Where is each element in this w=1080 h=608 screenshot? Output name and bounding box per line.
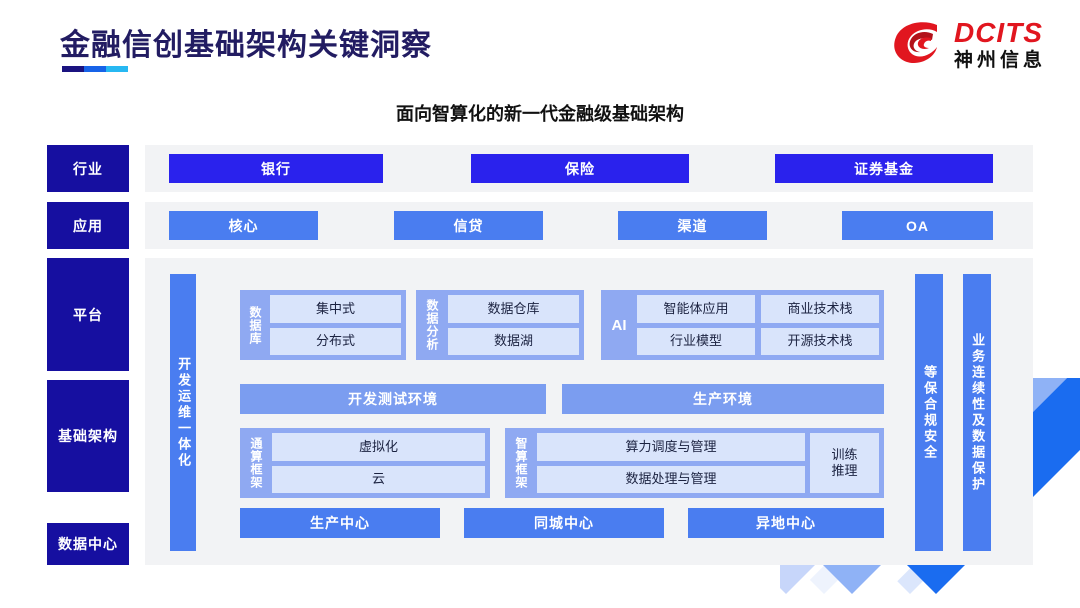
database-group-label: 数据库 [248, 305, 262, 345]
slide-subtitle: 面向智算化的新一代金融级基础架构 [396, 104, 684, 124]
environment-bar-dev-test[interactable]: 开发测试环境 [240, 384, 546, 414]
rule-segment-1 [62, 66, 84, 72]
database-item-centralized[interactable]: 集中式 [270, 295, 401, 323]
database-group-rows: 集中式 分布式 [270, 295, 401, 355]
analytics-item-data-warehouse[interactable]: 数据仓库 [448, 295, 579, 323]
logo-cn-text: 神州信息 [953, 49, 1046, 71]
general-compute-rows: 虚拟化 云 [272, 433, 485, 493]
ai-item-opensource-stack[interactable]: 开源技术栈 [761, 327, 879, 355]
ai-item-commercial-stack[interactable]: 商业技术栈 [761, 295, 879, 323]
datacenter-item-production[interactable]: 生产中心 [240, 508, 440, 538]
general-compute-group: 通算框架 虚拟化 云 [240, 428, 490, 498]
layer-label-infrastructure[interactable]: 基础架构 [47, 380, 129, 492]
logo-en-text: DCITS [953, 16, 1043, 48]
general-compute-item-virtualization[interactable]: 虚拟化 [272, 433, 485, 461]
application-item-credit[interactable]: 信贷 [394, 211, 543, 240]
page-title: 金融信创基础架构关键洞察 [60, 29, 432, 62]
ai-item-industry-model[interactable]: 行业模型 [637, 327, 755, 355]
layer-label-datacenter[interactable]: 数据中心 [47, 523, 129, 565]
layer-label-platform[interactable]: 平台 [47, 258, 129, 371]
environment-bar-production[interactable]: 生产环境 [562, 384, 884, 414]
architecture-diagram: 行业 应用 平台 基础架构 数据中心 银行 保险 证券基金 核心 信贷 渠道 O… [0, 140, 1080, 570]
rule-segment-3 [106, 66, 128, 72]
ai-column-left: 智能体应用 行业模型 [637, 295, 755, 355]
dcits-logo: DCITS 神州信息 [892, 18, 1046, 70]
intelligent-compute-item-train-inference[interactable]: 训练 推理 [810, 433, 879, 493]
database-group: 数据库 集中式 分布式 [240, 290, 406, 360]
right-bar-compliance-security[interactable]: 等保合规安全 [915, 274, 943, 551]
application-item-channel[interactable]: 渠道 [618, 211, 767, 240]
layer-label-industry[interactable]: 行业 [47, 145, 129, 192]
rule-segment-2 [84, 66, 106, 72]
analytics-group-rows: 数据仓库 数据湖 [448, 295, 579, 355]
datacenter-item-metro[interactable]: 同城中心 [464, 508, 664, 538]
general-compute-item-cloud[interactable]: 云 [272, 465, 485, 493]
intelligent-compute-item-compute-scheduling[interactable]: 算力调度与管理 [537, 433, 805, 461]
analytics-item-data-lake[interactable]: 数据湖 [448, 327, 579, 355]
intelligent-compute-rows: 算力调度与管理 数据处理与管理 [537, 433, 805, 493]
devops-vertical-bar[interactable]: 开发运维一体化 [170, 274, 196, 551]
dcits-swoosh-icon [892, 18, 946, 70]
logo-text: DCITS 神州信息 [953, 16, 1046, 71]
right-bar-business-continuity[interactable]: 业务连续性及数据保护 [963, 274, 991, 551]
layer-label-application[interactable]: 应用 [47, 202, 129, 249]
intelligent-compute-item-data-processing[interactable]: 数据处理与管理 [537, 465, 805, 493]
application-item-oa[interactable]: OA [842, 211, 993, 240]
industry-item-bank[interactable]: 银行 [169, 154, 383, 183]
ai-group-label: AI [611, 316, 627, 334]
ai-column-right: 商业技术栈 开源技术栈 [761, 295, 879, 355]
analytics-group-label: 数据分析 [425, 299, 439, 351]
intelligent-compute-group-label: 智算框架 [514, 437, 528, 489]
title-underline-rule [62, 66, 128, 72]
analytics-group: 数据分析 数据仓库 数据湖 [416, 290, 584, 360]
slide-header: 金融信创基础架构关键洞察 DCITS 神州信息 [0, 0, 1080, 92]
industry-item-securities-fund[interactable]: 证券基金 [775, 154, 993, 183]
ai-group: AI 智能体应用 行业模型 商业技术栈 开源技术栈 [601, 290, 884, 360]
database-item-distributed[interactable]: 分布式 [270, 327, 401, 355]
application-item-core[interactable]: 核心 [169, 211, 318, 240]
datacenter-item-remote[interactable]: 异地中心 [688, 508, 884, 538]
general-compute-group-label: 通算框架 [249, 437, 263, 489]
ai-group-columns: 智能体应用 行业模型 商业技术栈 开源技术栈 [637, 295, 879, 355]
intelligent-compute-group: 智算框架 算力调度与管理 数据处理与管理 训练 推理 [505, 428, 884, 498]
ai-item-agent-application[interactable]: 智能体应用 [637, 295, 755, 323]
industry-item-insurance[interactable]: 保险 [471, 154, 689, 183]
